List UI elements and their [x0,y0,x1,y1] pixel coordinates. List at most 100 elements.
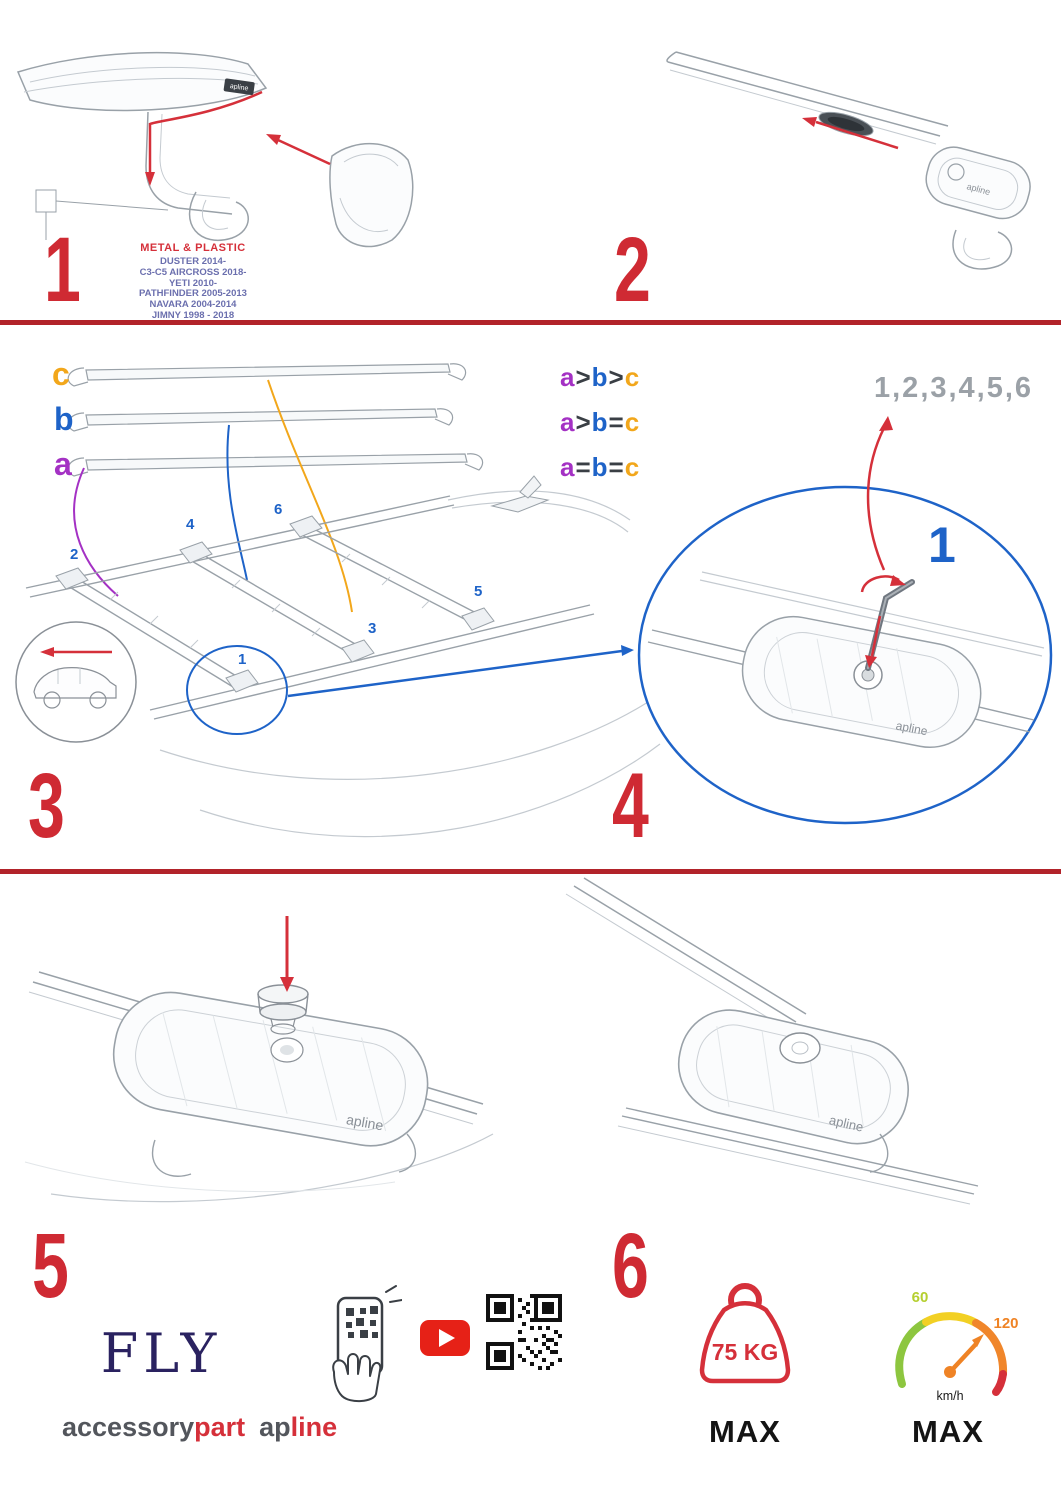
position-number-4: 4 [186,516,195,533]
material-label: METAL & PLASTIC [140,242,246,254]
model-item: YETI 2010- [168,277,218,289]
bar-label-a: a [54,446,72,482]
section-divider [0,869,1061,874]
brand-line: line [290,1412,338,1442]
bar-a-drawing [67,453,484,477]
legend-op: = [575,452,592,482]
sequence-arrow-icon [866,416,893,571]
legend-c: c [624,362,641,392]
step-6-number: 6 [612,1215,649,1317]
legend-op: > [608,362,625,392]
speed-max-label: MAX [912,1414,984,1449]
bar-b-drawing [67,408,454,432]
clamp-pad: apline [112,991,429,1147]
tighten-arrow-icon [865,615,882,668]
legend-op: = [608,452,625,482]
clamp-zoom-detail: apline [637,485,1053,825]
sequence-first-number: 1 [928,517,956,573]
rotate-arrow-icon [860,575,906,593]
model-item: JIMNY 1998 - 2018 [151,309,235,321]
roof-bar-foot-cutaway-drawing: apline [16,51,414,248]
crossbar-end-drawing: apline [666,51,1031,270]
red-arrow-into-slot-icon [802,117,899,150]
section-divider [0,320,1061,325]
position-number-6: 6 [274,501,283,518]
roof-assembly-drawing: apline [15,363,1053,838]
foot-clamp [145,111,249,241]
legend-op: > [575,362,592,392]
route-line-a [73,467,119,597]
fly-model-name: FLY [100,1322,222,1385]
legend-c: c [624,407,641,437]
red-path-bar-to-claw-icon [145,90,263,186]
car-roof-drawing [25,475,661,838]
youtube-icon [420,1320,470,1356]
zoom-connector-arrow-icon [287,645,634,698]
route-line-b [226,424,248,581]
weight-limit-value: 75 KG [712,1339,778,1365]
brand-accessory: accessory [62,1412,195,1442]
logo-plate: apline [223,78,255,96]
route-line-c [267,379,353,613]
step-4-number: 4 [612,755,649,857]
position-1-highlight-circle [186,645,288,735]
legend-a: a [560,362,576,392]
position-number-5: 5 [474,583,483,600]
legend-b: b [591,452,609,482]
legend-a: a [560,452,576,482]
leader-lines [35,189,169,240]
weight-limit-icon: 75 KG [699,1283,791,1384]
model-item: C3-C5 AIRCROSS 2018- [139,266,247,278]
step-1-fitment-block: METAL & PLASTIC DUSTER 2014- C3-C5 AIRCR… [93,242,293,322]
position-number-1: 1 [238,651,247,668]
bar-label-c: c [52,356,70,392]
pad-logo-text: apline [345,1111,385,1133]
model-list: DUSTER 2014- C3-C5 AIRCROSS 2018- YETI 2… [93,256,293,322]
speed-low-label: 60 [912,1289,929,1306]
legend-row-2: a>b=c [560,407,640,438]
legend-row-1: a>b>c [560,362,640,393]
speed-limit-icon: 60 120 km/h [895,1289,1019,1403]
qr-code [486,1294,562,1370]
press-arrow-icon [280,916,294,992]
brand-part: part [194,1412,246,1442]
pad-logo-text: apline [895,718,929,738]
crossbar-tube [666,51,949,145]
crossbar-profile: apline [16,51,268,112]
weight-max-label: MAX [709,1414,781,1449]
legend-b: b [591,407,609,437]
knob-press-drawing: apline [24,916,494,1203]
bar-c-drawing [67,363,467,387]
legend-op: > [575,407,592,437]
step-5-number: 5 [32,1215,69,1317]
car-front-arrow-icon [40,647,112,657]
speed-unit-label: km/h [936,1389,963,1403]
step-2-number: 2 [614,219,651,321]
end-foot: apline [925,146,1031,270]
brand-ap: ap [259,1412,291,1442]
clamp-pad: apline [677,1009,910,1145]
legend-a: a [560,407,576,437]
position-number-2: 2 [70,546,79,563]
model-item: PATHFINDER 2005-2013 [139,288,247,300]
speed-high-label: 120 [993,1315,1018,1332]
legend-c: c [624,452,641,482]
model-item: DUSTER 2014- [160,256,226,267]
model-item: NAVARA 2004-2014 [149,299,237,311]
cover-shell [329,143,414,248]
legend-op: = [608,407,625,437]
car-direction-badge [15,621,137,743]
bar-label-b: b [54,401,74,437]
step-3-number: 3 [28,755,65,857]
step-1-number: 1 [44,219,81,321]
locking-knob [257,984,309,1063]
legend-b: b [591,362,609,392]
mounted-clamp-drawing: apline [565,877,979,1205]
red-arrow-cover-to-bar-icon [266,134,331,166]
logo-plate-text: apline [229,83,249,93]
tightening-sequence: 1,2,3,4,5,6 [874,372,1034,404]
phone-scan-icon [332,1285,402,1402]
position-number-3: 3 [368,620,377,637]
